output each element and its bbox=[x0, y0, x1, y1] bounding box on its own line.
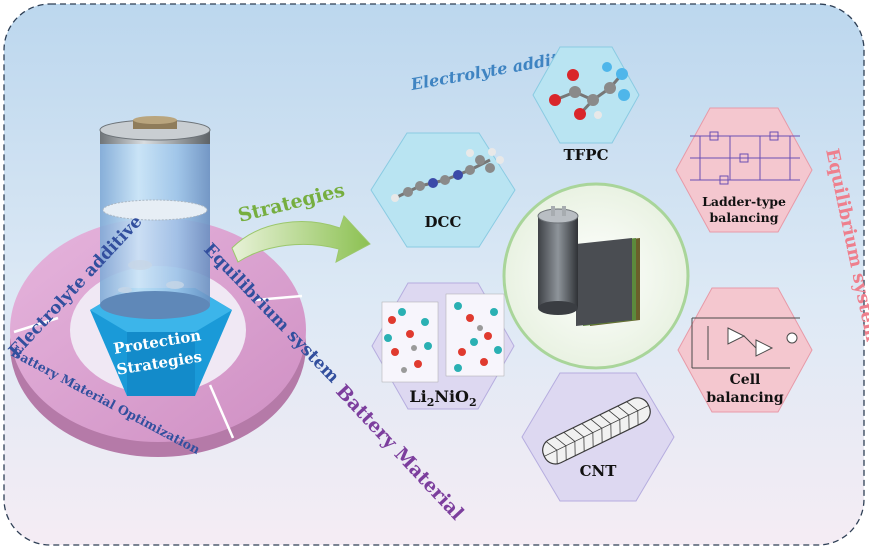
crystal-structure-icon bbox=[381, 293, 505, 383]
hex-li2nio2: Li2NiO2 bbox=[371, 282, 515, 410]
ring-divider bbox=[208, 384, 235, 439]
tfpc-label: TFPC bbox=[563, 146, 608, 164]
hex-cnt: CNT bbox=[521, 372, 675, 502]
ladder-label-line-2: balancing bbox=[710, 210, 779, 225]
hex-ladder-balancing: Ladder-type balancing bbox=[675, 107, 813, 233]
dcc-molecule-icon bbox=[391, 148, 504, 202]
ladder-circuit-icon bbox=[690, 131, 800, 185]
li2nio2-label: Li2NiO2 bbox=[409, 387, 476, 409]
cell-circuit-icon bbox=[691, 317, 800, 369]
carbon-nanotube-icon bbox=[542, 397, 651, 465]
strategies-arrow bbox=[231, 215, 371, 263]
cnt-label: CNT bbox=[580, 462, 618, 480]
dcc-label: DCC bbox=[425, 213, 462, 231]
cell-label-line-1: Cell bbox=[730, 372, 761, 388]
rolled-electrode-icon bbox=[537, 206, 640, 326]
tfpc-molecule-icon bbox=[549, 62, 630, 120]
hex-cell-balancing: Cell balancing bbox=[677, 287, 813, 413]
hex-dcc: DCC bbox=[370, 132, 516, 248]
hex-tfpc: TFPC bbox=[532, 46, 640, 164]
ladder-label-line-1: Ladder-type bbox=[702, 194, 786, 209]
cell-label-line-2: balancing bbox=[706, 390, 783, 406]
battery-cylinder-icon bbox=[99, 116, 211, 319]
